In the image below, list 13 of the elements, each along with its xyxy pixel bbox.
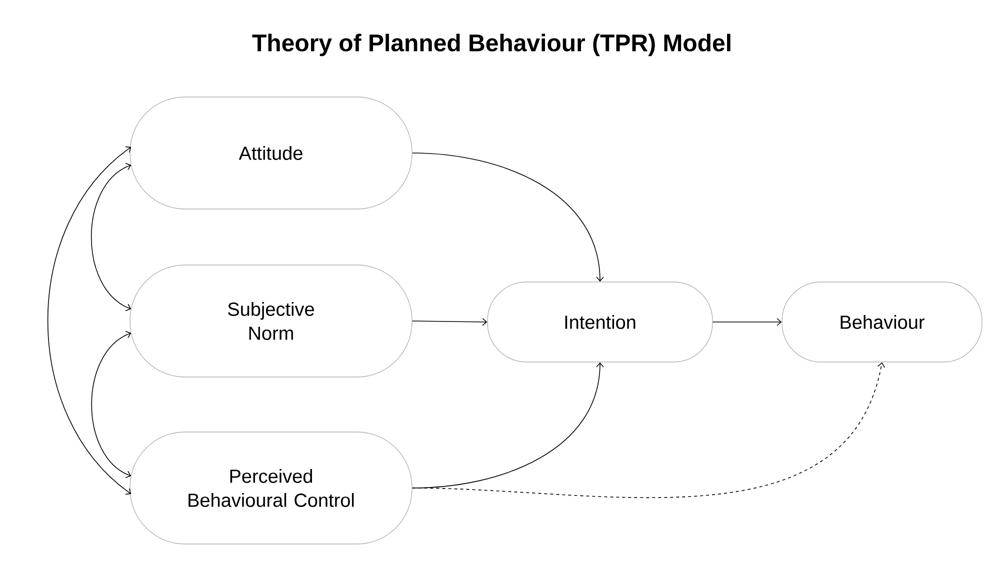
title: Theory of Planned Behaviour (TPR) Model <box>252 34 730 56</box>
double-arrow <box>90 162 132 312</box>
dashed-arrow <box>412 362 886 498</box>
double-arrow <box>91 330 132 478</box>
process-pill: Subjective Norm <box>130 264 412 378</box>
process-pill: Attitude <box>130 96 412 210</box>
arrow <box>412 318 488 326</box>
double-arrow <box>47 146 132 495</box>
process-pill: Intention <box>487 282 713 362</box>
process-pill: Behaviour <box>782 282 982 362</box>
arrow <box>412 152 604 282</box>
process-pill: Perceived Behavioural Control <box>130 432 412 544</box>
arrow <box>712 318 782 326</box>
